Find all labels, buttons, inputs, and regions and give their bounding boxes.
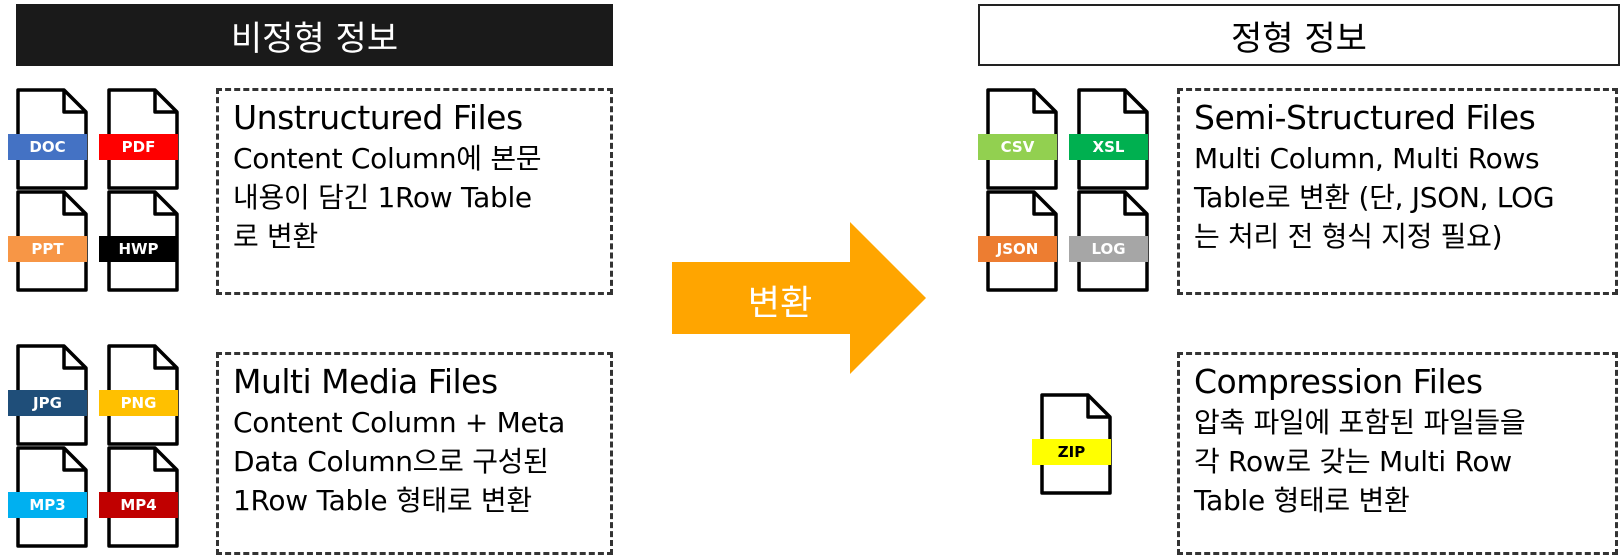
json-label: JSON — [978, 236, 1057, 262]
mp4-label: MP4 — [99, 492, 178, 518]
pdf-label: PDF — [99, 134, 178, 160]
mp3-label: MP3 — [8, 492, 87, 518]
log-label: LOG — [1069, 236, 1148, 262]
unstructured-info-header: 비정형 정보 — [16, 4, 613, 66]
mp3-file-icon: MP3 — [8, 446, 92, 548]
multimedia-files-desc: Content Column + Meta Data Column으로 구성된 … — [233, 406, 565, 517]
multimedia-files-title: Multi Media Files — [233, 362, 498, 401]
semi-structured-files-desc: Multi Column, Multi Rows Table로 변환 (단, J… — [1194, 142, 1555, 253]
jpg-file-icon: JPG — [8, 344, 92, 446]
doc-label: DOC — [8, 134, 87, 160]
semi-structured-files-title: Semi-Structured Files — [1194, 98, 1536, 137]
compression-files-desc: 압축 파일에 포함된 파일들을 각 Row로 갖는 Multi Row Tabl… — [1194, 406, 1526, 517]
structured-info-header-text: 정형 정보 — [1231, 18, 1367, 59]
zip-label: ZIP — [1032, 439, 1111, 465]
zip-file-icon: ZIP — [1032, 393, 1116, 495]
ppt-file-icon: PPT — [8, 190, 92, 292]
unstructured-files-box: Unstructured Files Content Column에 본문 내용… — [216, 88, 613, 295]
structured-info-header: 정형 정보 — [978, 4, 1620, 66]
semi-structured-files-box: Semi-Structured Files Multi Column, Mult… — [1177, 88, 1618, 295]
conversion-arrow-icon — [672, 222, 926, 374]
xsl-file-icon: XSL — [1069, 88, 1153, 190]
ppt-label: PPT — [8, 236, 87, 262]
jpg-label: JPG — [8, 390, 87, 416]
hwp-label: HWP — [99, 236, 178, 262]
unstructured-info-header-text: 비정형 정보 — [230, 18, 399, 59]
xsl-label: XSL — [1069, 134, 1148, 160]
doc-file-icon: DOC — [8, 88, 92, 190]
log-file-icon: LOG — [1069, 190, 1153, 292]
multimedia-files-box: Multi Media Files Content Column + Meta … — [216, 352, 613, 555]
pdf-file-icon: PDF — [99, 88, 183, 190]
png-label: PNG — [99, 390, 178, 416]
unstructured-files-title: Unstructured Files — [233, 98, 523, 137]
csv-file-icon: CSV — [978, 88, 1062, 190]
compression-files-box: Compression Files 압축 파일에 포함된 파일들을 각 Row로… — [1177, 352, 1618, 555]
unstructured-files-desc: Content Column에 본문 내용이 담긴 1Row Table 로 변… — [233, 142, 542, 253]
csv-label: CSV — [978, 134, 1057, 160]
json-file-icon: JSON — [978, 190, 1062, 292]
hwp-file-icon: HWP — [99, 190, 183, 292]
png-file-icon: PNG — [99, 344, 183, 446]
conversion-arrow-label: 변환 — [747, 284, 813, 324]
mp4-file-icon: MP4 — [99, 446, 183, 548]
compression-files-title: Compression Files — [1194, 362, 1483, 401]
